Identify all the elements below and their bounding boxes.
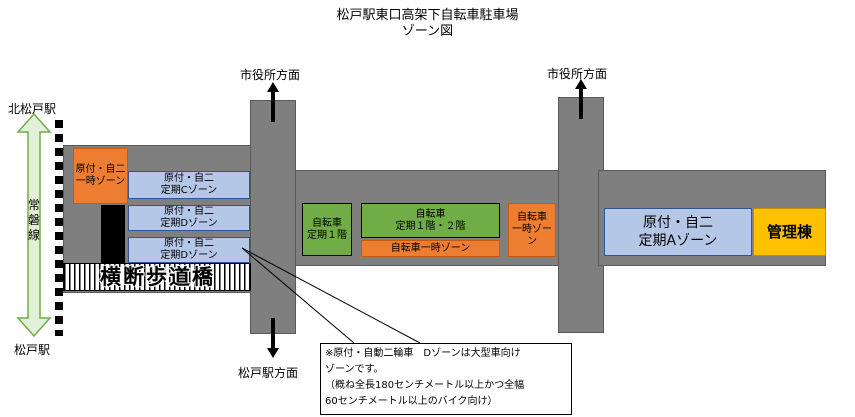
pedestrian-bridge-label: 横断歩道橋 <box>100 265 215 289</box>
black-block <box>101 205 125 267</box>
direction-city-hall-left: 市役所方面 <box>240 68 301 82</box>
zone-bicycle-temporary: 自転車一時ゾーン <box>361 240 500 257</box>
joban-line-label: 常磐線 <box>27 198 40 242</box>
direction-matsudo-station: 松戸駅方面 <box>238 366 299 380</box>
zone-moped-temporary-line2: 一時ゾーン <box>75 176 126 187</box>
page-subtitle: ゾーン図 <box>401 24 454 39</box>
up-arrow-right-icon <box>575 79 587 119</box>
zone-a: 原付・自二 定期Aゾーン <box>604 208 752 256</box>
note-line3: （概ね全長180センチメートル以上かつ全幅 <box>325 380 525 391</box>
zone-bicycle-temporary-right: 自転車 一時ゾーン <box>508 203 556 257</box>
zone-d-lower-line1: 原付・自二 <box>164 238 214 249</box>
joban-line-arrow <box>16 112 52 338</box>
zone-d-upper: 原付・自二 定期Dゾーン <box>128 205 250 231</box>
zone-bicycle-temporary-right-line1: 自転車 <box>517 212 547 223</box>
direction-city-hall-right: 市役所方面 <box>547 67 608 81</box>
zone-bicycle-temporary-right-line2: 一時ゾーン <box>512 224 552 247</box>
zone-bicycle-floor1: 自転車 定期１階 <box>302 203 352 256</box>
down-arrow-icon <box>267 318 279 358</box>
matsudo-label: 松戸駅 <box>14 343 51 357</box>
zone-bicycle-floor12-line1: 自転車 <box>415 208 446 220</box>
zone-bicycle-floor12: 自転車 定期１階・２階 <box>361 203 500 238</box>
zone-d-upper-line2: 定期Dゾーン <box>160 218 218 229</box>
zone-moped-temporary-line1: 原付・自二 <box>75 164 126 175</box>
zone-bicycle-floor12-line2: 定期１階・２階 <box>395 220 466 232</box>
zone-c: 原付・自二 定期Cゾーン <box>128 171 250 199</box>
railway-track <box>55 120 63 336</box>
zone-bicycle-floor1-line1: 自転車 <box>312 217 342 229</box>
zone-d-upper-line1: 原付・自二 <box>164 206 214 217</box>
zone-a-line2: 定期Aゾーン <box>638 233 718 249</box>
management-building: 管理棟 <box>753 208 826 256</box>
page-title: 松戸駅東口高架下自転車駐車場 <box>336 8 519 23</box>
up-arrow-left-icon <box>267 82 279 122</box>
right-cross-road <box>558 97 604 333</box>
kita-matsudo-label: 北松戸駅 <box>8 102 57 116</box>
note-box: ※原付・自動二輪車 Dゾーンは大型車向け ゾーンです。 （概ね全長180センチメ… <box>320 343 572 415</box>
zone-moped-temporary: 原付・自二 一時ゾーン <box>73 148 128 204</box>
zone-c-line1: 原付・自二 <box>164 173 214 184</box>
zone-a-line1: 原付・自二 <box>643 215 713 231</box>
note-line1: ※原付・自動二輪車 Dゾーンは大型車向け <box>325 348 521 359</box>
zone-c-line2: 定期Cゾーン <box>160 185 218 196</box>
zone-d-lower: 原付・自二 定期Dゾーン <box>128 237 250 263</box>
note-line4: 60センチメートル以上のバイク向け） <box>325 396 498 407</box>
note-line2: ゾーンです。 <box>325 364 384 375</box>
zone-d-lower-line2: 定期Dゾーン <box>160 250 218 261</box>
zone-bicycle-floor1-line2: 定期１階 <box>307 229 347 241</box>
pedestrian-bridge <box>63 263 251 291</box>
